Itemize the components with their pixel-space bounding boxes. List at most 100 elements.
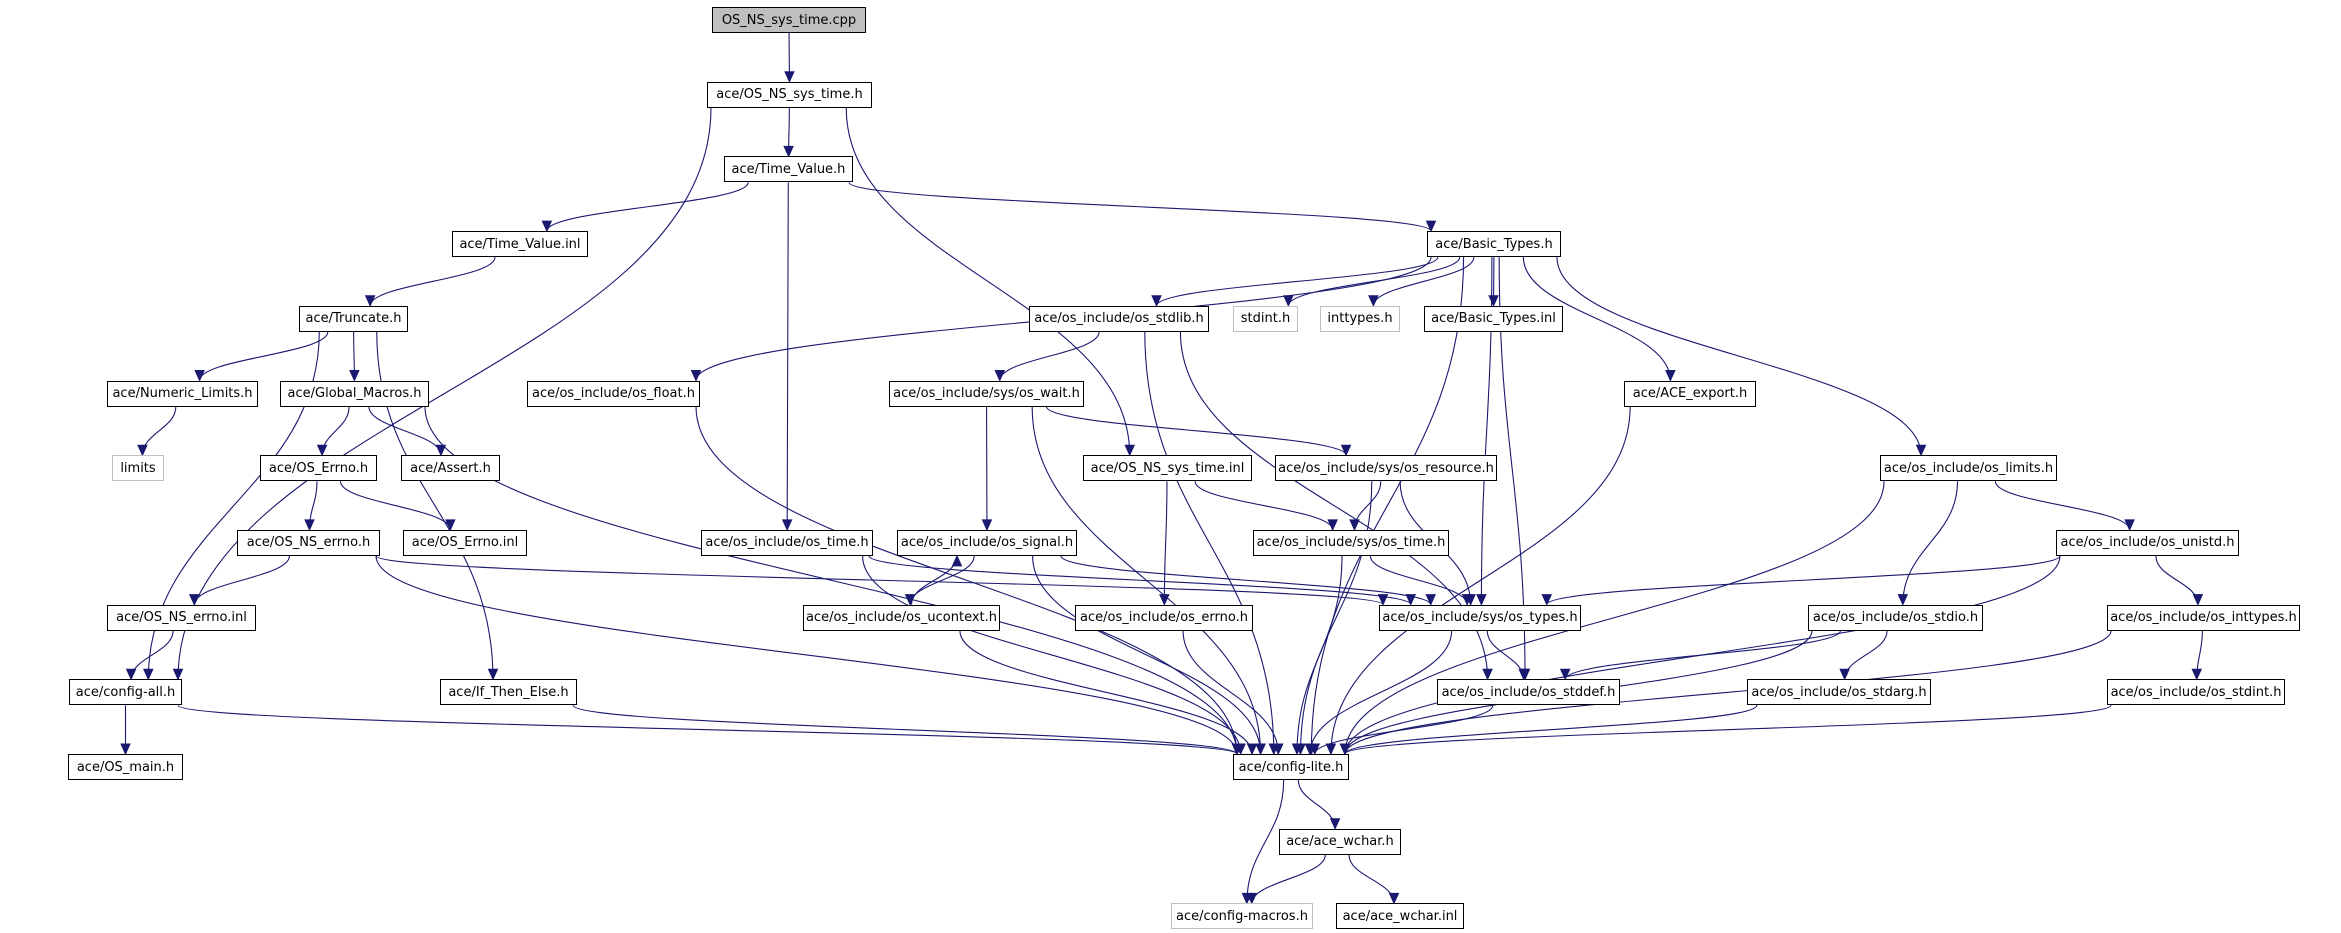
edge-basictypes-h-to-ace-export <box>1522 257 1671 381</box>
arrowhead-icon <box>435 444 447 457</box>
arrowhead-icon <box>1340 444 1352 457</box>
arrowhead-icon <box>781 519 793 532</box>
arrowhead-icon <box>1329 818 1341 830</box>
graph-node-os-limits[interactable]: ace/os_include/os_limits.h <box>1880 455 2057 482</box>
edge-os-signal-to-config-lite <box>1032 555 1262 755</box>
graph-node-config-all[interactable]: ace/config-all.h <box>69 679 182 706</box>
arrowhead-icon <box>1325 743 1337 756</box>
arrowhead-icon <box>2124 519 2135 532</box>
edge-config-all-to-config-lite <box>177 704 1238 755</box>
graph-node-os-stdint[interactable]: ace/os_include/os_stdint.h <box>2107 679 2285 706</box>
arrowhead-icon <box>316 444 328 457</box>
arrowhead-icon <box>1159 594 1170 606</box>
edge-os-time-to-sys-os-types <box>868 555 1412 606</box>
edge-sys-os-time-to-config-lite <box>1296 555 1343 755</box>
graph-node-basictypes-h[interactable]: ace/Basic_Types.h <box>1427 231 1561 258</box>
arrowhead-icon <box>783 145 794 158</box>
graph-node-oserrno-inl[interactable]: ace/OS_Errno.inl <box>403 529 527 556</box>
edge-ace-wchar-h-to-ace-wchar-inl <box>1348 854 1395 904</box>
arrowhead-icon <box>1349 519 1360 532</box>
graph-node-config-macros: ace/config-macros.h <box>1171 903 1313 930</box>
edge-globalmacros-h-to-assert-h <box>368 406 442 456</box>
graph-node-timevalue-h[interactable]: ace/Time_Value.h <box>724 156 853 183</box>
edge-truncate-h-to-numlimits-h <box>199 331 329 381</box>
arrowhead-icon <box>445 519 456 532</box>
arrowhead-icon <box>137 444 148 457</box>
arrowhead-icon <box>2191 668 2203 681</box>
graph-node-nserrno-h[interactable]: ace/OS_NS_errno.h <box>237 529 380 556</box>
edge-os-resource-to-config-lite <box>1299 481 1373 755</box>
graph-node-numlimits-h[interactable]: ace/Numeric_Limits.h <box>107 380 258 407</box>
graph-node-os-ucontext[interactable]: ace/os_include/os_ucontext.h <box>803 604 1000 631</box>
edge-nssystime-inl-to-os-errno <box>1163 481 1168 605</box>
arrowhead-icon <box>143 668 154 681</box>
graph-node-sys-os-time[interactable]: ace/os_include/sys/os_time.h <box>1253 529 1449 556</box>
edge-os-wait-to-os-resource <box>1045 406 1347 456</box>
edge-numlimits-h-to-limits <box>141 406 177 456</box>
edge-os-stddef-to-config-lite <box>1314 705 1494 755</box>
graph-node-os-stddef[interactable]: ace/os_include/os_stddef.h <box>1437 679 1620 706</box>
graph-node-os-errno[interactable]: ace/os_include/os_errno.h <box>1075 604 1253 631</box>
graph-node-os-stdio[interactable]: ace/os_include/os_stdio.h <box>1808 604 1983 631</box>
arrowhead-icon <box>349 370 360 382</box>
edge-basictypes-h-to-os-limits <box>1556 257 1922 456</box>
arrowhead-icon <box>784 71 795 83</box>
graph-node-limits: limits <box>112 455 164 482</box>
edge-oserrno-h-to-oserrno-inl <box>339 481 451 531</box>
graph-node-nserrno-inl[interactable]: ace/OS_NS_errno.inl <box>107 604 256 631</box>
edge-os-signal-to-sys-os-types <box>1060 555 1432 606</box>
graph-node-os-main[interactable]: ace/OS_main.h <box>68 754 183 780</box>
edge-sys-os-types-to-os-stddef <box>1486 630 1525 680</box>
graph-node-ace-wchar-h[interactable]: ace/ace_wchar.h <box>1279 828 1401 855</box>
edge-nserrno-h-to-config-lite <box>375 555 1238 755</box>
arrowhead-icon <box>1273 743 1284 756</box>
graph-node-nssystime-inl[interactable]: ace/OS_NS_sys_time.inl <box>1083 455 1252 482</box>
graph-node-os-resource[interactable]: ace/os_include/sys/os_resource.h <box>1275 455 1497 482</box>
graph-node-nssystime-h[interactable]: ace/OS_NS_sys_time.h <box>707 81 872 108</box>
graph-node-if-then-else[interactable]: ace/If_Then_Else.h <box>440 679 577 706</box>
graph-node-sys-os-types[interactable]: ace/os_include/sys/os_types.h <box>1379 604 1581 631</box>
graph-node-os-float[interactable]: ace/os_include/os_float.h <box>527 380 700 407</box>
arrowhead-icon <box>1915 444 1927 457</box>
edge-ace-wchar-h-to-config-macros <box>1251 854 1326 904</box>
arrowhead-icon <box>1461 594 1473 606</box>
graph-node-os-stdarg[interactable]: ace/os_include/os_stdarg.h <box>1747 679 1931 706</box>
arrowhead-icon <box>1283 295 1294 308</box>
graph-node-os-time[interactable]: ace/os_include/os_time.h <box>701 529 873 556</box>
edge-os-stdarg-to-config-lite <box>1344 704 1758 755</box>
edge-sys-os-types-to-config-lite <box>1309 630 1453 755</box>
arrowhead-icon <box>1518 668 1529 681</box>
edge-config-lite-to-ace-wchar-h <box>1297 779 1336 829</box>
edge-timevalue-h-to-os-time <box>786 182 789 530</box>
graph-node-os-wait[interactable]: ace/os_include/sys/os_wait.h <box>889 380 1084 407</box>
graph-node-ace-export[interactable]: ace/ACE_export.h <box>1624 380 1756 407</box>
arrowhead-icon <box>1541 594 1553 606</box>
arrowhead-icon <box>304 519 315 532</box>
graph-node-config-lite[interactable]: ace/config-lite.h <box>1233 754 1349 780</box>
edge-os-unistd-to-os-inttypes <box>2155 555 2199 605</box>
arrowhead-icon <box>1246 892 1258 905</box>
graph-node-globalmacros-h[interactable]: ace/Global_Macros.h <box>280 380 429 407</box>
arrowhead-icon <box>2192 594 2204 606</box>
graph-node-os-inttypes[interactable]: ace/os_include/os_inttypes.h <box>2107 604 2300 631</box>
arrowhead-icon <box>994 370 1006 382</box>
edge-config-lite-to-config-macros <box>1246 779 1285 904</box>
graph-node-os-signal[interactable]: ace/os_include/os_signal.h <box>897 529 1077 556</box>
graph-node-os-unistd[interactable]: ace/os_include/os_unistd.h <box>2056 529 2239 556</box>
graph-node-assert-h[interactable]: ace/Assert.h <box>401 455 500 482</box>
graph-node-ace-wchar-inl[interactable]: ace/ace_wchar.inl <box>1336 903 1464 930</box>
arrowhead-icon <box>194 370 205 382</box>
edge-nssystime-h-to-nssystime-inl <box>845 107 1131 456</box>
graph-node-truncate-h[interactable]: ace/Truncate.h <box>299 305 408 332</box>
arrowhead-icon <box>1291 743 1303 756</box>
arrowhead-icon <box>690 370 702 382</box>
graph-node-os-stdlib[interactable]: ace/os_include/os_stdlib.h <box>1029 305 1209 332</box>
arrowhead-icon <box>1476 594 1487 606</box>
edge-if-then-else-to-config-lite <box>572 704 1238 755</box>
edge-os-stdint-to-config-lite <box>1344 704 2112 755</box>
graph-node-oserrno-h[interactable]: ace/OS_Errno.h <box>260 455 377 482</box>
graph-node-timevalue-inl[interactable]: ace/Time_Value.inl <box>452 231 588 258</box>
graph-node-basictypes-inl[interactable]: ace/Basic_Types.inl <box>1424 305 1563 332</box>
edge-nssystime-h-to-config-all <box>177 107 712 680</box>
